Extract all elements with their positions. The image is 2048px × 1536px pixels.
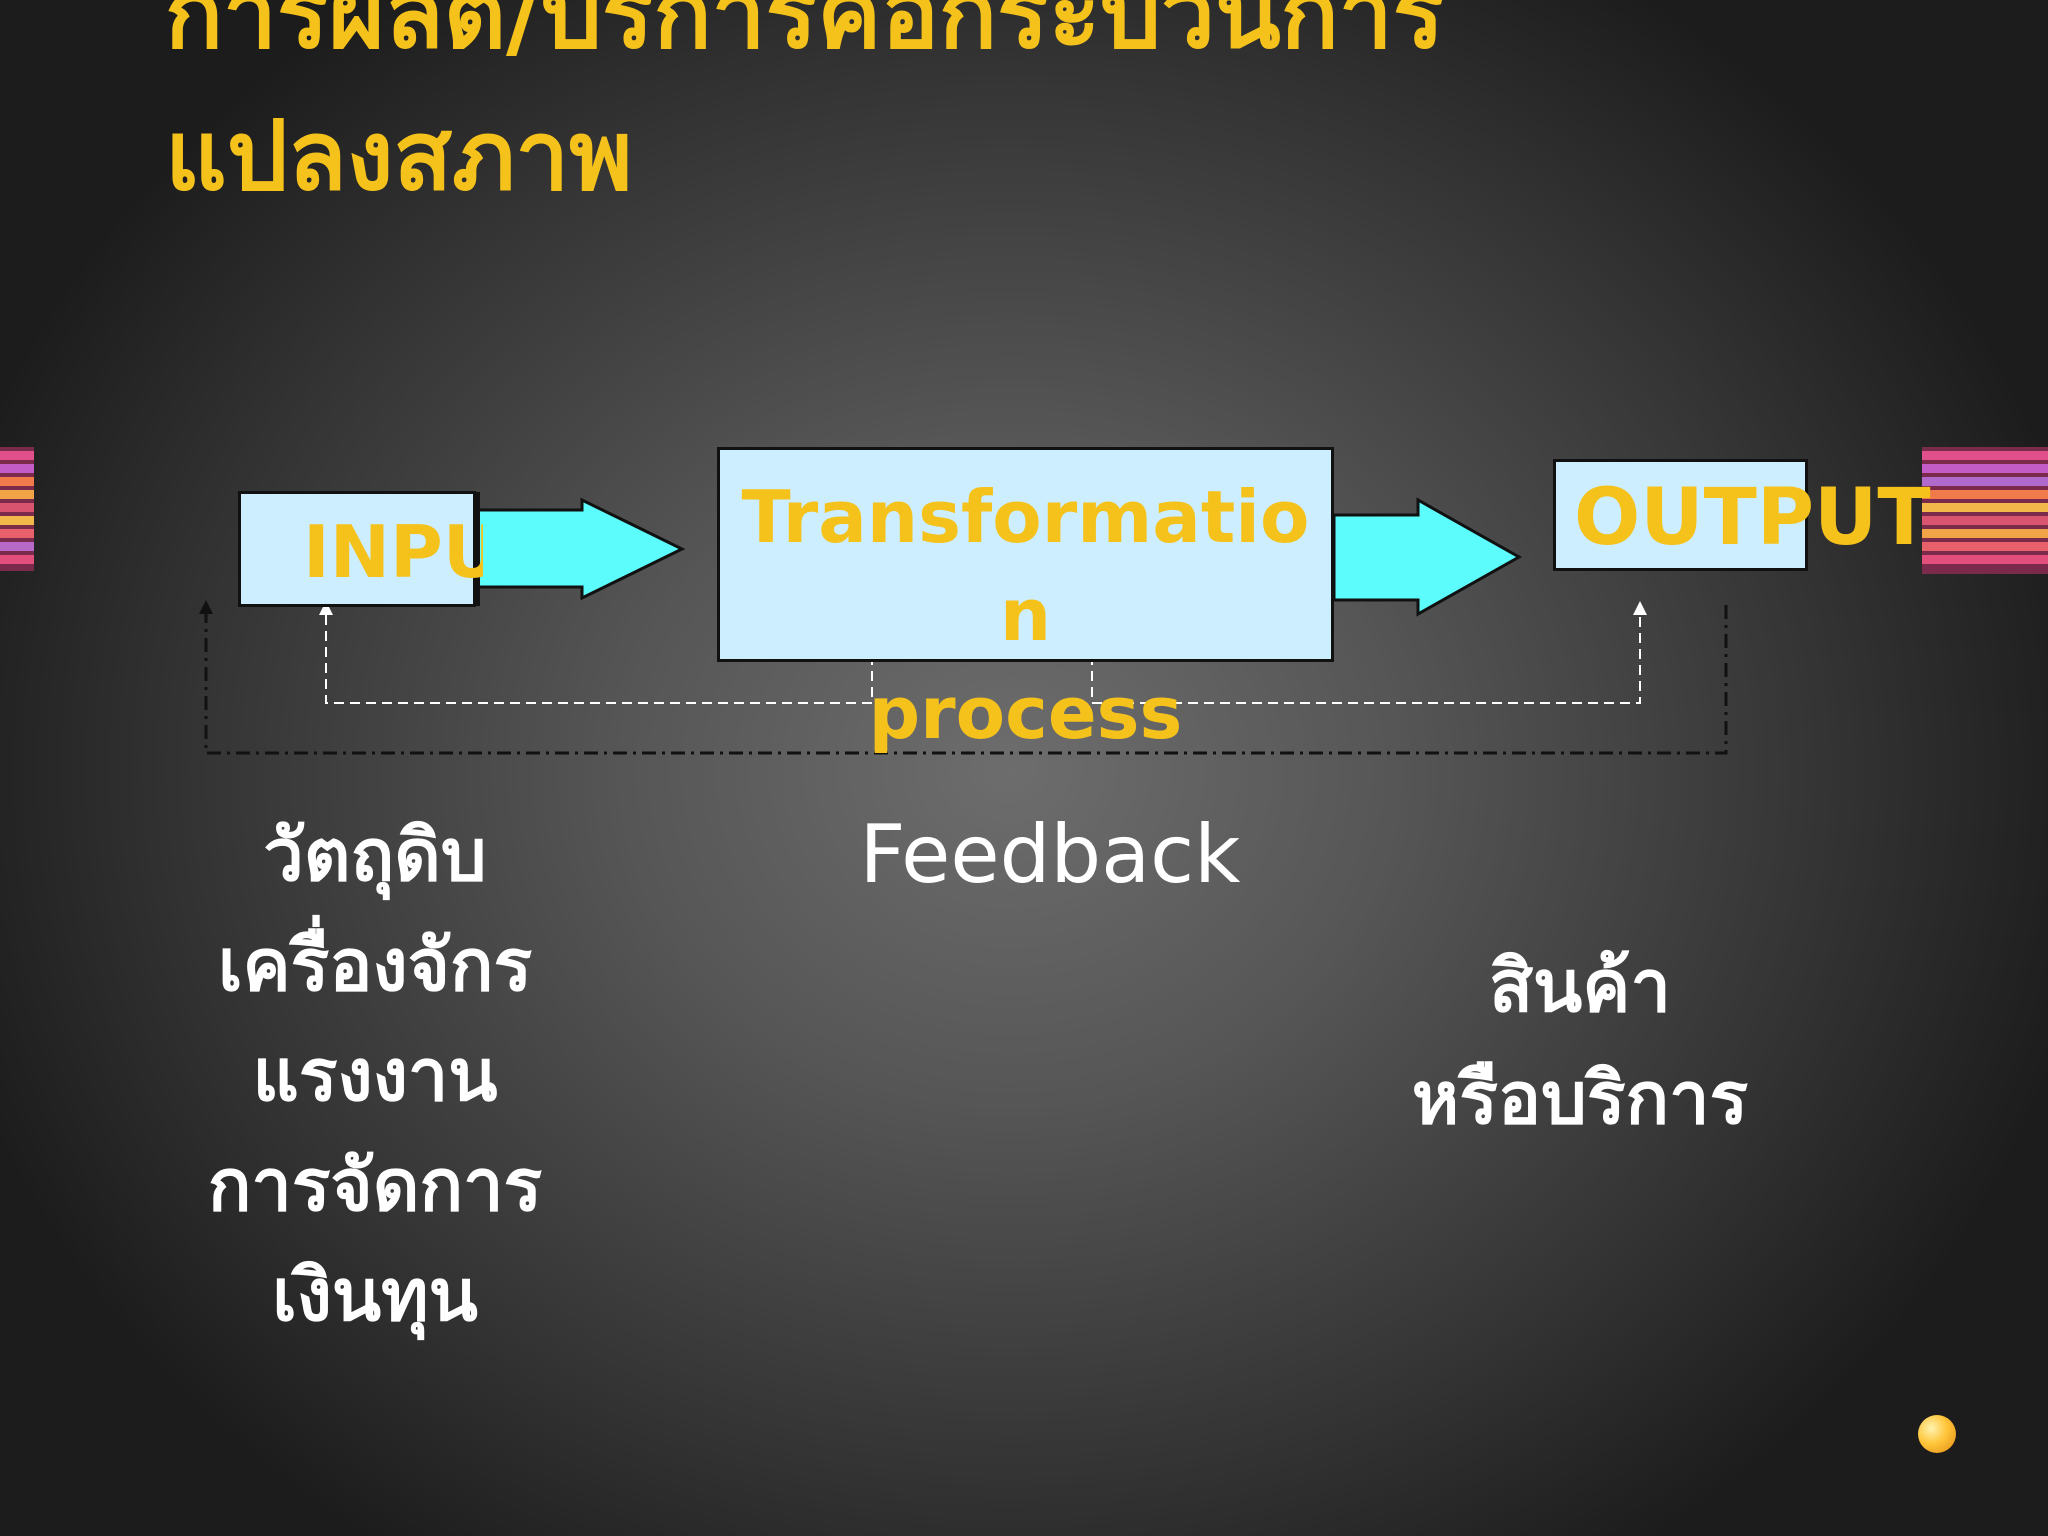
inner-feedback-loop: [325, 612, 1641, 704]
inner-feedback-arrowhead-output: [1633, 601, 1647, 615]
process-label: Transformatio n process: [717, 468, 1334, 762]
process-to-output-arrow: [1332, 497, 1523, 617]
outer-feedback-arrowhead: [199, 600, 213, 614]
input-resource-item: เครื่องจักร: [217, 923, 533, 1007]
process-label-line-2: n: [999, 573, 1052, 657]
inner-feedback-arrowhead-input: [319, 601, 333, 615]
decorative-stripes-left: [0, 447, 34, 571]
input-to-process-arrow: [474, 497, 686, 601]
output-label: OUTPUT: [1574, 473, 1931, 563]
input-resource-item: การจัดการ: [207, 1143, 543, 1227]
output-box: [1553, 459, 1808, 571]
process-label-line-1: Transformatio: [741, 475, 1310, 559]
slide-title-line-2: แปลงสภาพ: [165, 100, 633, 212]
feedback-label: Feedback: [859, 808, 1241, 901]
input-resources-list: วัตถุดิบ เครื่องจักร แรงงาน การจัดการ เง…: [135, 800, 615, 1350]
input-resource-item: วัตถุดิบ: [263, 813, 487, 897]
input-resource-item: แรงงาน: [252, 1033, 498, 1117]
transformation-process-box: [717, 447, 1334, 662]
output-product-item: สินค้า: [1489, 944, 1671, 1028]
process-label-line-3: process: [868, 671, 1183, 755]
slide-title-line-1: การผลิต/บริการคือกระบวนการ: [165, 0, 1445, 70]
input-resource-item: เงินทุน: [272, 1253, 478, 1337]
slide-nav-dot-icon[interactable]: [1918, 1415, 1956, 1453]
decorative-stripes-right: [1922, 447, 2048, 574]
outer-feedback-loop: [204, 605, 1728, 755]
input-box: [238, 491, 476, 607]
output-product-item: หรือบริการ: [1411, 1056, 1749, 1140]
output-products-list: สินค้า หรือบริการ: [1330, 930, 1830, 1154]
